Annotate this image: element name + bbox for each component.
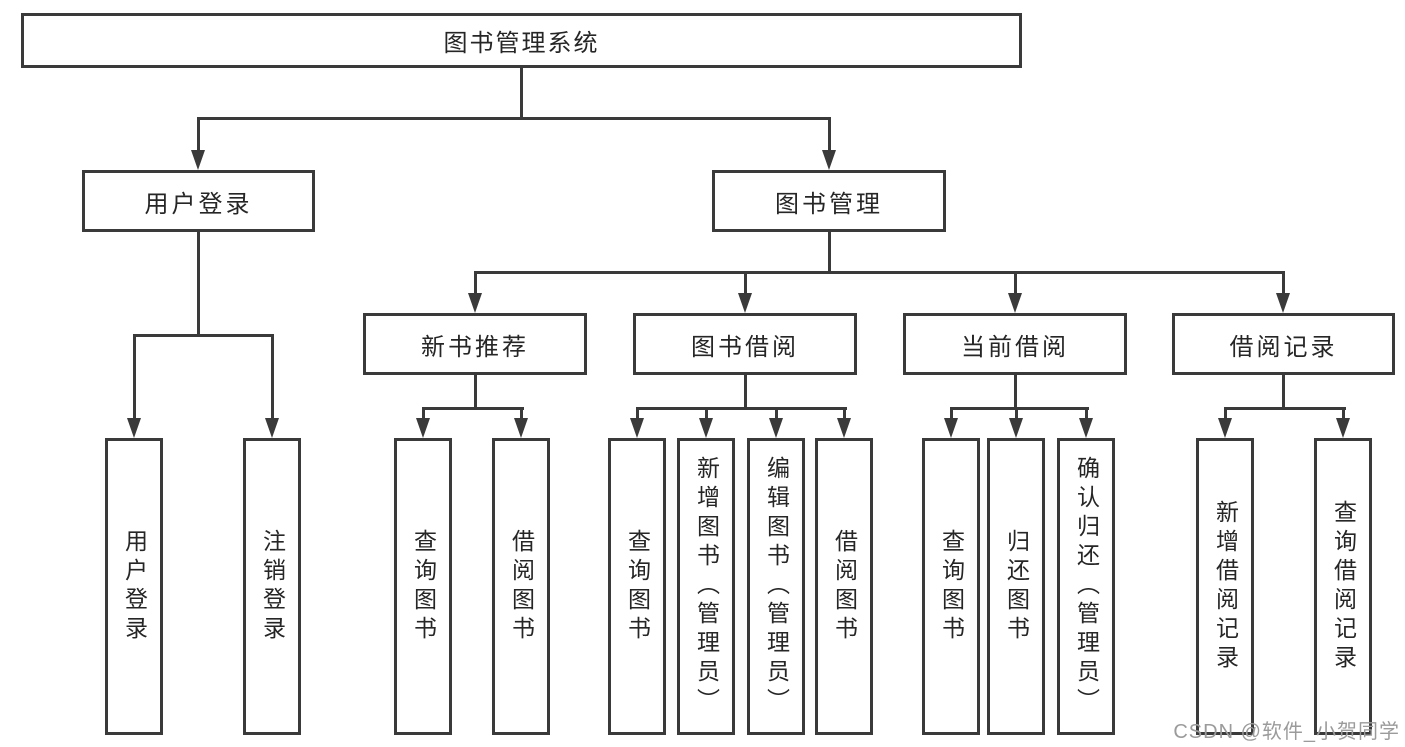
connector-drop-borrowing-records <box>1282 271 1285 295</box>
leaf-label: 查询图书 <box>938 528 965 645</box>
node-leaf-borrow-books-recommend: 借阅图书 <box>492 438 550 735</box>
connector-drop-leaf-confirm-return <box>1085 407 1088 420</box>
node-current-borrowing: 当前借阅 <box>903 313 1127 375</box>
arrowhead-leaf-confirm-return <box>1079 418 1093 438</box>
node-leaf-query-books-current: 查询图书 <box>922 438 980 735</box>
arrowhead-leaf-logout <box>265 418 279 438</box>
connector-new-book-recommend-stub <box>474 375 477 410</box>
connector-user-login-split <box>133 334 274 337</box>
connector-current-borrowing-stub <box>1014 375 1017 410</box>
arrowhead-user-login <box>191 150 205 170</box>
connector-user-login-stub <box>197 232 200 336</box>
node-book-management: 图书管理 <box>712 170 946 232</box>
arrowhead-leaf-edit-books <box>769 418 783 438</box>
node-leaf-edit-books-admin: 编辑图书（管理员） <box>747 438 805 735</box>
node-leaf-query-books-recommend: 查询图书 <box>394 438 452 735</box>
arrowhead-leaf-query-record <box>1336 418 1350 438</box>
leaf-label: 查询图书 <box>410 528 437 645</box>
connector-drop-leaf-logout <box>271 334 274 420</box>
connector-book-management-stub <box>828 232 831 274</box>
connector-drop-leaf-add-books <box>705 407 708 420</box>
connector-drop-leaf-user-login <box>133 334 136 420</box>
arrowhead-book-management <box>822 150 836 170</box>
leaf-label: 确认归还（管理员） <box>1073 456 1100 717</box>
leaf-label: 查询借阅记录 <box>1330 499 1357 674</box>
connector-book-borrowing-split <box>636 407 847 410</box>
connector-book-borrowing-stub <box>744 375 747 410</box>
node-new-book-recommend: 新书推荐 <box>363 313 587 375</box>
connector-drop-leaf-edit-books <box>775 407 778 420</box>
arrowhead-leaf-borrow-borrowing <box>837 418 851 438</box>
connector-drop-leaf-return-books <box>1015 407 1018 420</box>
arrowhead-leaf-query-current <box>944 418 958 438</box>
connector-drop-leaf-query-recommend <box>422 407 425 420</box>
leaf-label: 借阅图书 <box>831 528 858 645</box>
connector-drop-new-book-recommend <box>474 271 477 295</box>
connector-drop-leaf-add-record <box>1224 407 1227 420</box>
node-leaf-query-borrow-record: 查询借阅记录 <box>1314 438 1372 735</box>
node-user-login: 用户登录 <box>82 170 315 232</box>
connector-current-borrowing-split <box>950 407 1089 410</box>
arrowhead-leaf-borrow-recommend <box>514 418 528 438</box>
node-leaf-query-books-borrowing: 查询图书 <box>608 438 666 735</box>
arrowhead-current-borrowing <box>1008 293 1022 313</box>
node-leaf-user-login: 用户登录 <box>105 438 163 735</box>
node-leaf-borrow-books-borrowing: 借阅图书 <box>815 438 873 735</box>
node-leaf-add-borrow-record: 新增借阅记录 <box>1196 438 1254 735</box>
leaf-label: 新增图书（管理员） <box>693 456 720 717</box>
arrowhead-leaf-query-borrowing <box>630 418 644 438</box>
arrowhead-borrowing-records <box>1276 293 1290 313</box>
node-root: 图书管理系统 <box>21 13 1022 68</box>
csdn-watermark: CSDN @软件_小贺同学 <box>1173 721 1400 743</box>
arrowhead-leaf-query-recommend <box>416 418 430 438</box>
arrowhead-leaf-add-books <box>699 418 713 438</box>
node-leaf-add-books-admin: 新增图书（管理员） <box>677 438 735 735</box>
leaf-label: 注销登录 <box>259 528 286 645</box>
leaf-label: 借阅图书 <box>508 528 535 645</box>
connector-drop-leaf-borrow-borrowing <box>843 407 846 420</box>
arrowhead-leaf-add-record <box>1218 418 1232 438</box>
arrowhead-book-borrowing <box>738 293 752 313</box>
node-book-borrowing: 图书借阅 <box>633 313 857 375</box>
node-leaf-logout: 注销登录 <box>243 438 301 735</box>
connector-drop-leaf-query-current <box>950 407 953 420</box>
leaf-label: 归还图书 <box>1003 528 1030 645</box>
connector-drop-book-management <box>828 117 831 153</box>
connector-drop-current-borrowing <box>1014 271 1017 295</box>
connector-root-stub <box>520 68 523 118</box>
connector-root-split <box>197 117 831 120</box>
arrowhead-leaf-return-books <box>1009 418 1023 438</box>
connector-drop-leaf-query-borrowing <box>636 407 639 420</box>
connector-borrowing-records-split <box>1224 407 1346 410</box>
connector-drop-user-login <box>197 117 200 153</box>
leaf-label: 用户登录 <box>121 528 148 645</box>
connector-book-management-split <box>474 271 1285 274</box>
connector-drop-book-borrowing <box>744 271 747 295</box>
node-leaf-confirm-return-admin: 确认归还（管理员） <box>1057 438 1115 735</box>
arrowhead-leaf-user-login <box>127 418 141 438</box>
leaf-label: 新增借阅记录 <box>1212 499 1239 674</box>
arrowhead-new-book-recommend <box>468 293 482 313</box>
connector-drop-leaf-borrow-recommend <box>520 407 523 420</box>
node-borrowing-records: 借阅记录 <box>1172 313 1395 375</box>
leaf-label: 查询图书 <box>624 528 651 645</box>
connector-new-book-recommend-split <box>422 407 524 410</box>
connector-borrowing-records-stub <box>1282 375 1285 410</box>
node-leaf-return-books: 归还图书 <box>987 438 1045 735</box>
leaf-label: 编辑图书（管理员） <box>763 456 790 717</box>
connector-drop-leaf-query-record <box>1342 407 1345 420</box>
